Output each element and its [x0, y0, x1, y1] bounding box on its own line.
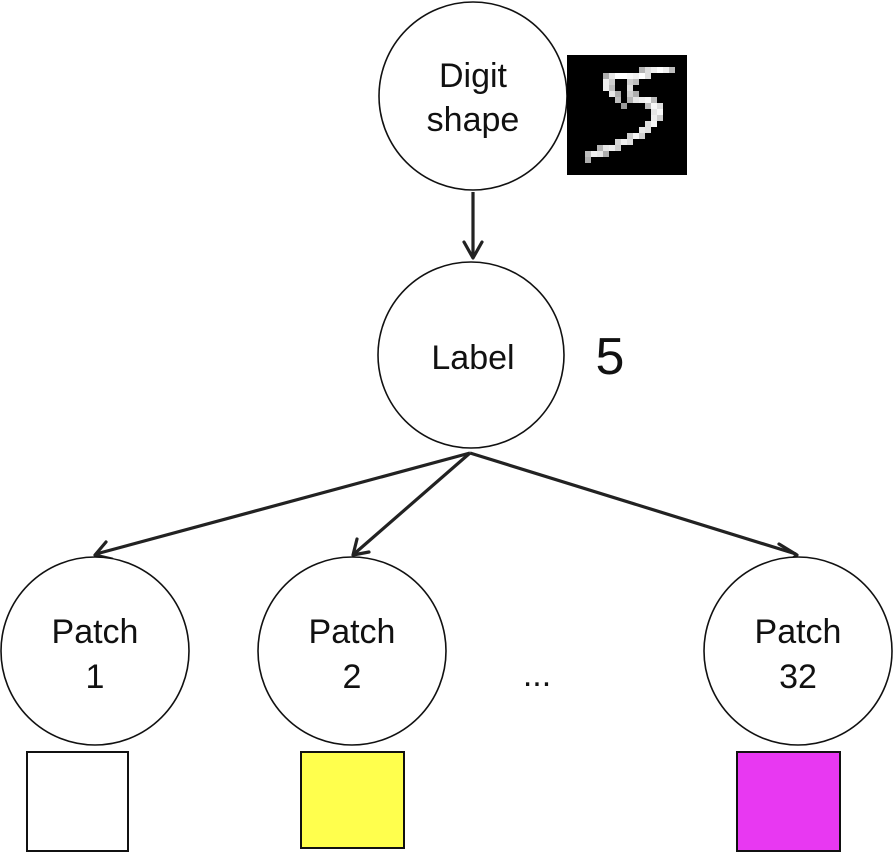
digit-pixel [651, 97, 657, 103]
digit-pixel [651, 103, 657, 109]
digit-pixel [585, 151, 591, 157]
digit-pixel [621, 139, 627, 145]
digit-pixel [597, 145, 603, 151]
digit-pixel [591, 151, 597, 157]
node-label: Label [377, 261, 565, 449]
digit-pixel [657, 109, 663, 115]
digit-pixel [627, 85, 633, 91]
node-label-text: Label [431, 339, 514, 377]
digit-pixel [639, 133, 645, 139]
node-digit-shape-line2: shape [427, 101, 520, 139]
digit-pixel [627, 133, 633, 139]
edge-label-to-patch-2 [352, 451, 472, 556]
node-patch-32: Patch 32 [703, 556, 893, 746]
digit-pixel [645, 73, 651, 79]
patch-2-swatch [300, 751, 405, 849]
node-patch-2: Patch 2 [257, 556, 447, 746]
digit-pixel [639, 97, 645, 103]
digit-pixel [609, 91, 615, 97]
node-patch-2-line2: 2 [343, 658, 362, 696]
digit-pixel [627, 91, 633, 97]
digit-pixel [633, 97, 639, 103]
digit-pixel [645, 67, 651, 73]
digit-pixel [651, 121, 657, 127]
digit-pixel [639, 127, 645, 133]
edges [93, 192, 799, 567]
digit-pixel [657, 67, 663, 73]
node-patch-32-line2: 32 [779, 658, 817, 696]
digit-pixel [609, 73, 615, 79]
node-patch-2-line1: Patch [309, 613, 396, 651]
digit-pixel [627, 97, 633, 103]
digit-pixel [621, 103, 627, 109]
digit-pixel [651, 109, 657, 115]
ellipsis: ... [523, 656, 551, 694]
digit-pixel [633, 79, 639, 85]
digit-pixel [615, 73, 621, 79]
digit-pixel [615, 139, 621, 145]
digit-pixel [627, 73, 633, 79]
digit-pixel [615, 97, 621, 103]
digit-pixel [597, 151, 603, 157]
digit-pixel [609, 79, 615, 85]
digit-pixel [621, 73, 627, 79]
digit-pixel [603, 85, 609, 91]
digit-pixel [627, 139, 633, 145]
digit-pixel [627, 79, 633, 85]
digit-pixel [657, 103, 663, 109]
patch-32-swatch [736, 751, 841, 852]
digit-pixel [633, 73, 639, 79]
digit-pixel [639, 73, 645, 79]
digit-pixel [663, 67, 669, 73]
node-patch-1-line2: 1 [86, 658, 105, 696]
digit-pixel [615, 145, 621, 151]
edge-label-to-patch-32 [469, 451, 797, 556]
edge-label-to-patch-1 [95, 451, 471, 556]
label-value: 5 [596, 328, 625, 386]
digit-pixel [609, 145, 615, 151]
digit-pixel [609, 85, 615, 91]
node-digit-shape: Digit shape [378, 1, 568, 191]
digit-pixel [615, 91, 621, 97]
digit-pixel [603, 73, 609, 79]
digit-pixel [669, 67, 675, 73]
digit-image [567, 55, 687, 175]
digit-pixel [645, 103, 651, 109]
digit-pixel [645, 121, 651, 127]
patch-1-swatch [26, 751, 129, 852]
digit-pixel [651, 115, 657, 121]
digit-pixel [633, 91, 639, 97]
node-patch-32-line1: Patch [755, 613, 842, 651]
digit-pixel [603, 79, 609, 85]
digit-pixel [645, 97, 651, 103]
digit-pixel [603, 145, 609, 151]
digit-pixel [651, 67, 657, 73]
node-digit-shape-line1: Digit [439, 57, 508, 95]
digit-pixel [585, 157, 591, 163]
arrowhead-patch-2 [351, 537, 371, 557]
digit-5-pixels [585, 67, 675, 163]
digit-pixel [645, 127, 651, 133]
digit-pixel [603, 151, 609, 157]
arrowhead-label [462, 240, 484, 260]
digit-pixel [639, 67, 645, 73]
node-patch-1-line1: Patch [52, 613, 139, 651]
node-patch-1: Patch 1 [0, 556, 190, 746]
digit-pixel [633, 133, 639, 139]
digit-pixel [657, 115, 663, 121]
